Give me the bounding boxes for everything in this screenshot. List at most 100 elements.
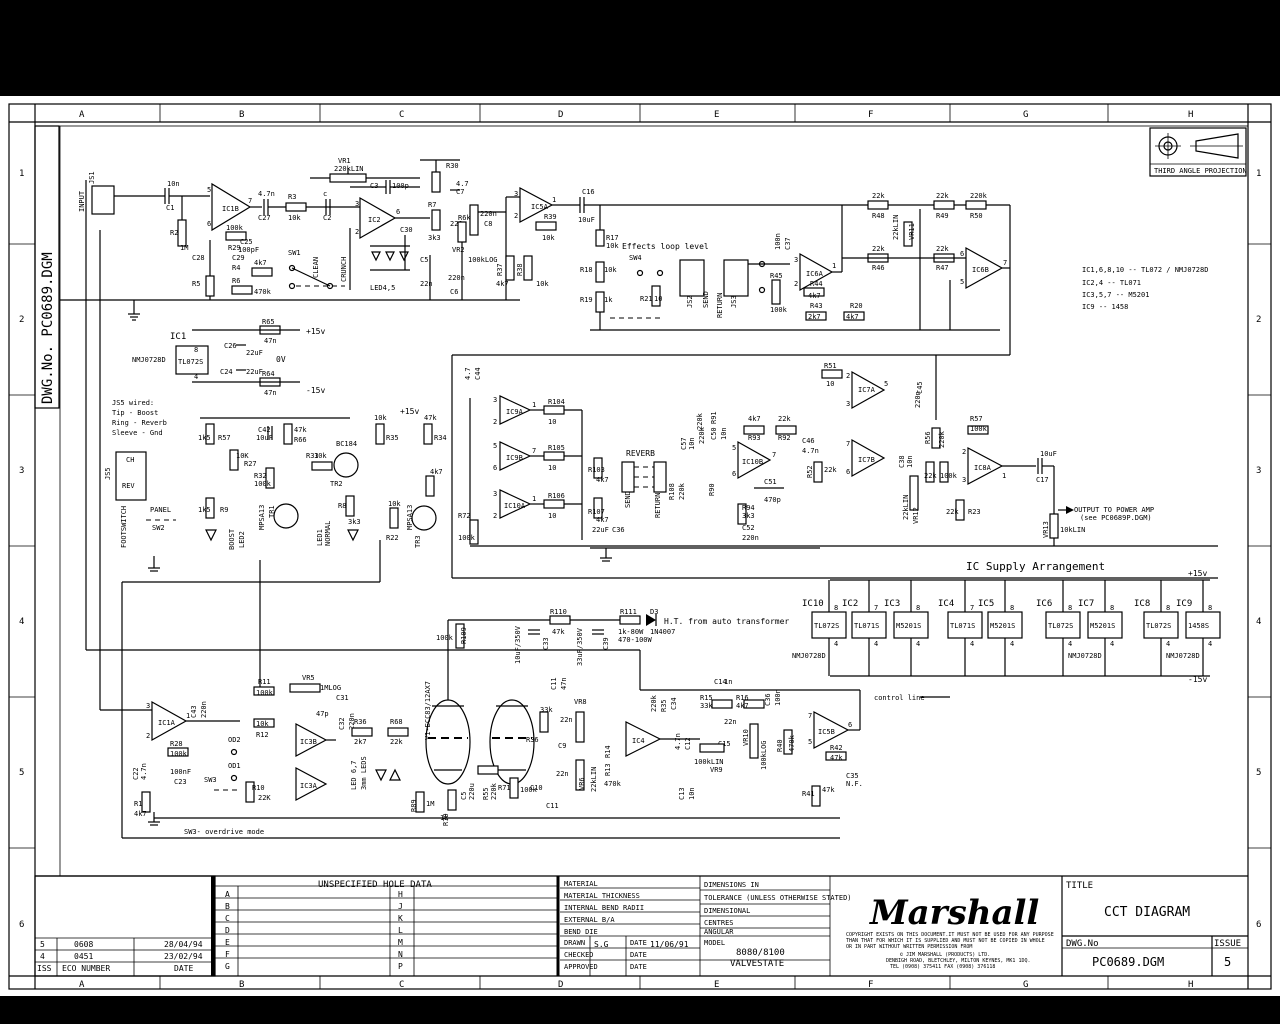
svg-text:220n: 220n — [480, 210, 497, 218]
svg-text:3: 3 — [493, 490, 497, 498]
control-line-label: control line — [874, 694, 925, 702]
tube-label: V1-ECC83/12AX7 — [424, 681, 432, 740]
svg-text:R42: R42 — [830, 744, 843, 752]
svg-text:1: 1 — [552, 196, 556, 204]
svg-text:4k7: 4k7 — [808, 292, 821, 300]
svg-text:IC7B: IC7B — [858, 456, 875, 464]
svg-text:IC1: IC1 — [170, 332, 186, 342]
svg-text:10k: 10k — [388, 500, 401, 508]
supply-ic-name: IC9 — [1176, 599, 1192, 609]
svg-text:IC5B: IC5B — [818, 728, 835, 736]
supply-ic-name: IC3 — [884, 599, 900, 609]
svg-text:R110: R110 — [550, 608, 567, 616]
grid-col-d-top: D — [558, 110, 563, 120]
svg-text:1M: 1M — [426, 800, 434, 808]
supply-ic-part: TL071S — [950, 622, 975, 630]
material-row-2: MATERIAL THICKNESS — [564, 892, 640, 900]
grid-col-g-bottom: G — [1023, 980, 1028, 990]
grid-col-f-bottom: F — [868, 980, 873, 990]
svg-text:100n: 100n — [774, 689, 782, 706]
svg-text:100pF: 100pF — [238, 246, 259, 254]
svg-text:220k: 220k — [696, 412, 704, 430]
svg-text:5: 5 — [884, 380, 888, 388]
svg-text:R66: R66 — [294, 436, 307, 444]
svg-text:100nF: 100nF — [170, 768, 191, 776]
svg-text:C36: C36 — [612, 526, 625, 534]
eco-row2-eco: 0451 — [74, 952, 93, 961]
svg-text:R5: R5 — [192, 280, 200, 288]
svg-text:4k7: 4k7 — [596, 516, 609, 524]
output-label-2: (see PC0689P.DGM) — [1080, 514, 1152, 522]
third-angle-projection: THIRD ANGLE PROJECTION — [1149, 127, 1247, 177]
supply-subnote-2: NMJ0728D — [1068, 652, 1102, 660]
svg-text:2: 2 — [493, 418, 497, 426]
svg-text:4.7n: 4.7n — [802, 447, 819, 455]
svg-text:VR1: VR1 — [338, 157, 351, 165]
svg-text:C27: C27 — [258, 214, 271, 222]
svg-text:3mm LEDS: 3mm LEDS — [360, 756, 368, 790]
svg-text:3: 3 — [146, 702, 150, 710]
copyright-5: DENBIGH ROAD, BLETCHLEY, MILTON KEYNES, … — [886, 958, 1031, 964]
svg-text:1N4007: 1N4007 — [650, 628, 675, 636]
svg-text:R18: R18 — [580, 266, 593, 274]
sw3-mode-label: SW3- overdrive mode — [184, 828, 264, 836]
title-block: UNSPECIFIED HOLE DATA A B C D E F G H J … — [34, 875, 1248, 977]
svg-text:R52: R52 — [806, 465, 814, 478]
svg-text:1: 1 — [1002, 472, 1006, 480]
svg-text:220k: 220k — [970, 192, 988, 200]
svg-text:10k: 10k — [542, 234, 555, 242]
svg-text:6: 6 — [396, 208, 400, 216]
svg-text:6: 6 — [846, 468, 850, 476]
svg-text:220k: 220k — [698, 426, 706, 444]
svg-text:C14: C14 — [714, 678, 727, 686]
svg-text:R48: R48 — [872, 212, 885, 220]
hole-m: M — [398, 938, 403, 947]
eco-header-date: DATE — [174, 964, 193, 973]
dimensions-row-2: TOLERANCE (UNLESS OTHERWISE STATED) — [704, 894, 852, 902]
return-label: RETURN — [716, 293, 724, 318]
svg-text:C3: C3 — [370, 182, 378, 190]
svg-text:JS1: JS1 — [88, 171, 96, 184]
svg-text:10: 10 — [654, 295, 662, 303]
effects-loop-label: Effects loop level — [622, 242, 709, 251]
dimensions-row-5: ANGULAR — [704, 928, 734, 936]
copyright-1: COPYRIGHT EXISTS ON THIS DOCUMENT.IT MUS… — [846, 932, 1054, 938]
svg-text:10k: 10k — [606, 242, 619, 250]
svg-text:22k: 22k — [936, 192, 949, 200]
svg-text:C5: C5 — [420, 256, 428, 264]
svg-text:470k: 470k — [604, 780, 622, 788]
svg-text:22k: 22k — [924, 472, 937, 480]
svg-text:VR9: VR9 — [710, 766, 723, 774]
grid-col-e-top: E — [714, 110, 719, 120]
material-row-3: INTERNAL BEND RADII — [564, 904, 644, 912]
svg-text:220n: 220n — [200, 701, 208, 718]
svg-text:100k: 100k — [940, 472, 958, 480]
copyright-4: © JIM MARSHALL (PRODUCTS) LTD. — [900, 952, 990, 958]
supply-ic-pin-bottom: 4 — [1208, 640, 1212, 648]
svg-text:1k5: 1k5 — [198, 434, 211, 442]
drawn-label: DRAWN — [564, 939, 585, 947]
schematic-sheet: A B C D E F G H A B C D E F G H 1 2 3 4 … — [0, 96, 1280, 996]
svg-text:IC6B: IC6B — [972, 266, 989, 274]
svg-text:10k: 10k — [256, 720, 269, 728]
svg-text:100kLIN: 100kLIN — [694, 758, 724, 766]
svg-text:22uF: 22uF — [246, 349, 263, 357]
grid-col-c-bottom: C — [399, 980, 404, 990]
issue-value: 5 — [1224, 955, 1231, 969]
svg-text:R35: R35 — [660, 699, 668, 712]
svg-text:10n: 10n — [720, 427, 728, 440]
grid-col-a-bottom: A — [79, 980, 85, 990]
svg-text:5: 5 — [960, 278, 964, 286]
svg-text:R40: R40 — [776, 739, 784, 752]
svg-text:IC4: IC4 — [632, 737, 645, 745]
svg-text:10k: 10k — [604, 266, 617, 274]
svg-text:C32: C32 — [338, 717, 346, 730]
svg-text:22k: 22k — [390, 738, 403, 746]
svg-text:R111: R111 — [620, 608, 637, 616]
svg-text:100k: 100k — [256, 689, 274, 697]
